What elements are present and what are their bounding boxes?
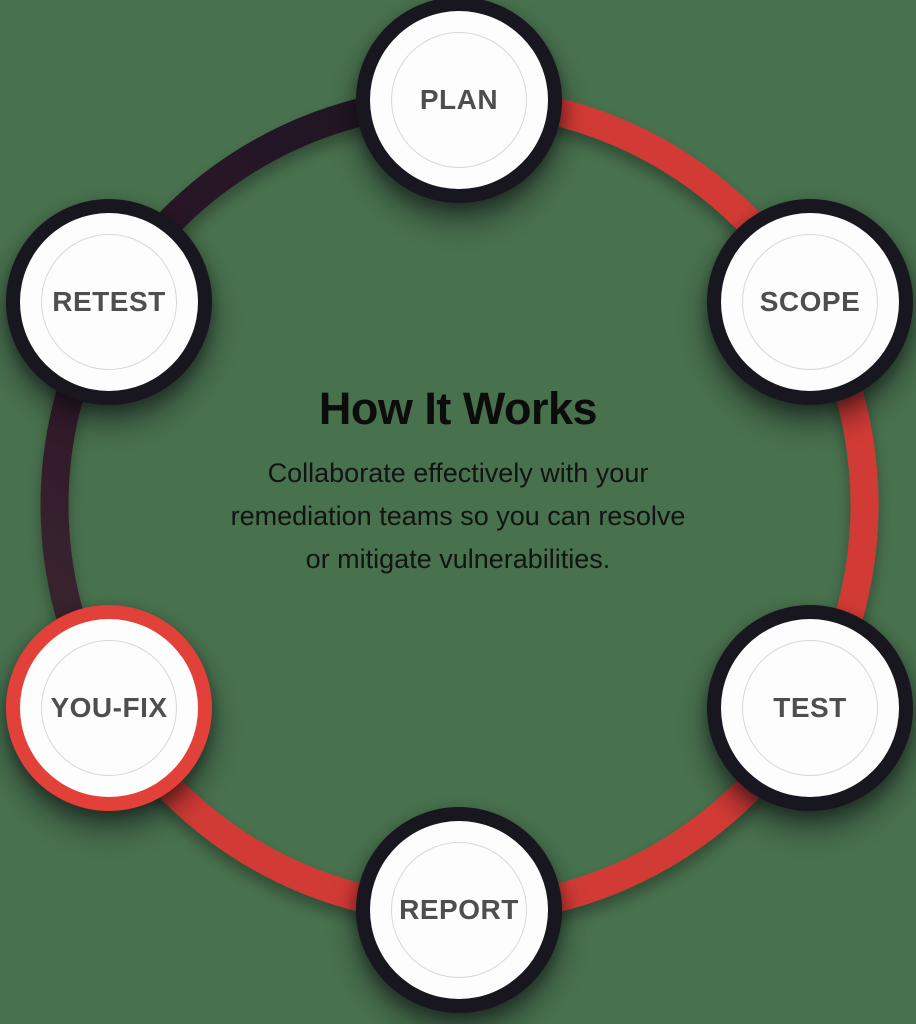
node-hairline [391,842,527,978]
node-hairline [742,640,878,776]
node-label: TEST [773,692,847,723]
node-label: REPORT [399,894,519,925]
cycle-node-plan: PLAN [356,0,562,203]
node-hairline [742,234,878,370]
page-subtitle: Collaborate effectively with your remedi… [0,452,916,581]
node-label: YOU-FIX [50,692,168,723]
subtitle-line: remediation teams so you can resolve [230,501,686,532]
center-text-block: How It Works Collaborate effectively wit… [0,383,916,581]
node-hairline [41,234,177,370]
cycle-node-scope: SCOPE [707,199,913,405]
page-title: How It Works [318,383,598,434]
node-label: SCOPE [759,286,861,317]
node-label: PLAN [419,84,499,115]
cycle-node-test: TEST [707,605,913,811]
node-hairline [41,640,177,776]
cycle-node-retest: RETEST [6,199,212,405]
subtitle-line: Collaborate effectively with your [267,458,649,489]
cycle-node-report: REPORT [356,807,562,1013]
node-hairline [391,32,527,168]
subtitle-line: or mitigate vulnerabilities. [305,544,611,575]
cycle-node-you-fix: YOU-FIX [6,605,212,811]
node-label: RETEST [52,286,166,317]
